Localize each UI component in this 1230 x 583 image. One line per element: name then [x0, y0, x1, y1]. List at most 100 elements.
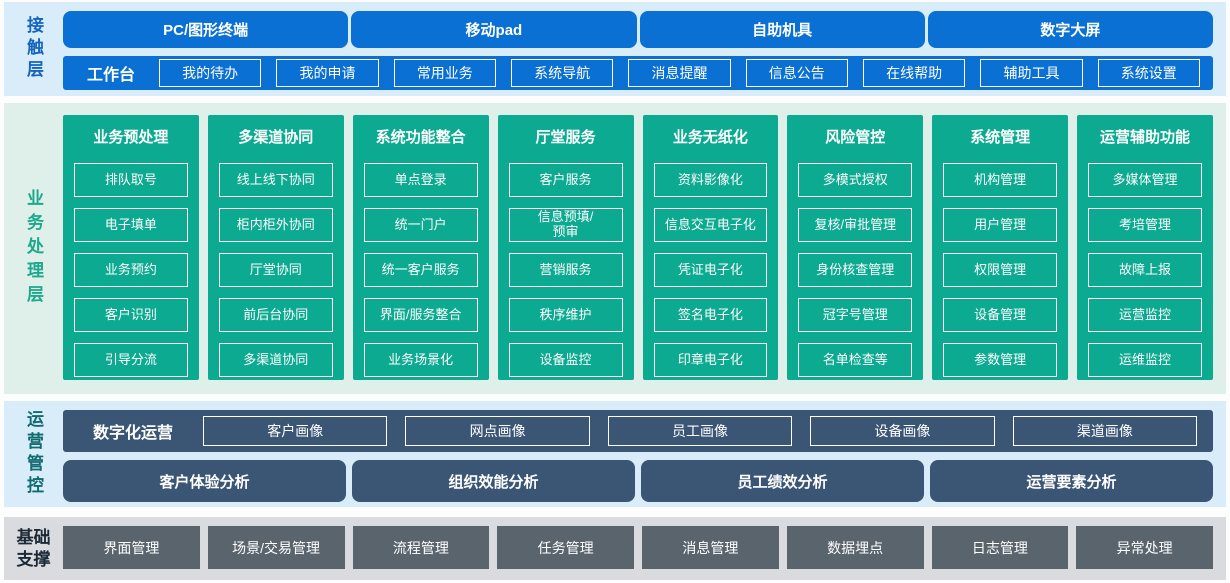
- column-hall-service: 厅堂服务 客户服务 信息预填/ 预审 营销服务 秩序维护 设备监控: [497, 115, 634, 380]
- workbench-item-navigation: 系统导航: [510, 59, 614, 87]
- foundation-log-management: 日志管理: [931, 526, 1069, 569]
- business-layer-content: 业务预处理 排队取号 电子填单 业务预约 客户识别 引导分流 多渠道协同 线上线…: [63, 103, 1226, 394]
- workbench-item-reminders: 消息提醒: [628, 59, 731, 87]
- foundation-task-management: 任务管理: [497, 526, 634, 569]
- channel-row: PC/图形终端 移动pad 自助机具 数字大屏: [63, 11, 1213, 48]
- column-paperless: 业务无纸化 资料影像化 信息交互电子化 凭证电子化 签名电子化 印章电子化: [642, 115, 779, 380]
- column-item: 线上线下协同: [218, 163, 333, 197]
- foundation-exception-handling: 异常处理: [1076, 526, 1213, 569]
- column-risk-control: 风险管控 多模式授权 复核/审批管理 身份核查管理 冠字号管理 名单检查等: [787, 115, 924, 380]
- operations-layer-section: 运营管控 数字化运营 客户画像 网点画像 员工画像 设备画像 渠道画像 客户体验…: [4, 401, 1226, 507]
- column-item: 排队取号: [74, 163, 188, 197]
- column-ops-aux-functions: 运营辅助功能 多媒体管理 考培管理 故障上报 运营监控 运维监控: [1077, 115, 1213, 380]
- column-item: 客户服务: [508, 163, 623, 197]
- column-item: 多媒体管理: [1088, 163, 1202, 197]
- column-title: 多渠道协同: [238, 129, 314, 146]
- column-item: 设备监控: [508, 343, 623, 377]
- foundation-layer-content: 界面管理 场景/交易管理 流程管理 任务管理 消息管理 数据埋点 日志管理 异常…: [63, 517, 1226, 580]
- column-item: 界面/服务整合: [363, 298, 478, 332]
- column-title: 系统功能整合: [375, 129, 466, 146]
- column-title: 业务预处理: [93, 129, 169, 146]
- workbench-item-aux-tools: 辅助工具: [980, 59, 1083, 87]
- column-item: 引导分流: [74, 343, 188, 377]
- foundation-message-management: 消息管理: [642, 526, 779, 569]
- column-title: 厅堂服务: [535, 129, 596, 146]
- channel-pc: PC/图形终端: [63, 11, 349, 48]
- column-item: 参数管理: [943, 343, 1058, 377]
- business-layer-section: 业务处理层 业务预处理 排队取号 电子填单 业务预约 客户识别 引导分流 多渠道…: [4, 103, 1226, 394]
- workbench-label: 工作台: [86, 67, 135, 84]
- channel-digital-screen: 数字大屏: [927, 11, 1213, 48]
- foundation-data-tracking: 数据埋点: [786, 526, 924, 569]
- column-item: 用户管理: [943, 208, 1058, 242]
- column-item: 复核/审批管理: [798, 208, 913, 242]
- analysis-org-efficiency: 组织效能分析: [352, 460, 635, 502]
- portrait-branch: 网点画像: [405, 416, 590, 446]
- column-item: 营销服务: [508, 253, 623, 287]
- workbench-item-online-help: 在线帮助: [862, 59, 966, 87]
- column-item: 故障上报: [1088, 253, 1202, 287]
- column-item: 冠字号管理: [798, 298, 913, 332]
- foundation-scene-transaction: 场景/交易管理: [207, 526, 345, 569]
- digital-operations-items: 客户画像 网点画像 员工画像 设备画像 渠道画像: [203, 416, 1198, 446]
- column-item: 机构管理: [943, 163, 1058, 197]
- column-item: 印章电子化: [653, 343, 768, 377]
- column-system-integration: 系统功能整合 单点登录 统一门户 统一客户服务 界面/服务整合 业务场景化: [352, 115, 489, 380]
- foundation-layer-gutter: 基础 支撑: [4, 517, 63, 580]
- portrait-device: 设备画像: [810, 416, 995, 446]
- column-system-management: 系统管理 机构管理 用户管理 权限管理 设备管理 参数管理: [932, 115, 1069, 380]
- column-item: 运维监控: [1088, 343, 1202, 377]
- foundation-items: 界面管理 场景/交易管理 流程管理 任务管理 消息管理 数据埋点 日志管理 异常…: [63, 526, 1213, 569]
- business-layer-gutter: 业务处理层: [4, 103, 63, 394]
- column-item: 秩序维护: [508, 298, 623, 332]
- analysis-row: 客户体验分析 组织效能分析 员工绩效分析 运营要素分析: [63, 460, 1213, 502]
- workbench-item-common-business: 常用业务: [393, 59, 496, 87]
- contact-layer-content: PC/图形终端 移动pad 自助机具 数字大屏 工作台 我的待办 我的申请 常用…: [63, 2, 1226, 96]
- column-title: 业务无纸化: [672, 129, 748, 146]
- column-item: 柜内柜外协同: [218, 208, 333, 242]
- operations-layer-label: 运营管控: [24, 410, 43, 498]
- column-item: 设备管理: [943, 298, 1058, 332]
- column-item: 统一门户: [363, 208, 478, 242]
- column-item: 身份核查管理: [798, 253, 913, 287]
- workbench-item-settings: 系统设置: [1097, 59, 1200, 87]
- column-item: 厅堂协同: [218, 253, 333, 287]
- portrait-customer: 客户画像: [203, 416, 388, 446]
- contact-layer-label: 接触层: [24, 16, 43, 82]
- workbench-item-announcements: 信息公告: [745, 59, 848, 87]
- operations-layer-content: 数字化运营 客户画像 网点画像 员工画像 设备画像 渠道画像 客户体验分析 组织…: [63, 401, 1226, 507]
- column-item: 业务场景化: [363, 343, 478, 377]
- column-item: 前后台协同: [218, 298, 333, 332]
- column-multi-channel: 多渠道协同 线上线下协同 柜内柜外协同 厅堂协同 前后台协同 多渠道协同: [207, 115, 344, 380]
- channel-mobile-pad: 移动pad: [351, 11, 637, 48]
- column-item: 权限管理: [943, 253, 1058, 287]
- foundation-process-management: 流程管理: [352, 526, 490, 569]
- contact-layer-section: 接触层 PC/图形终端 移动pad 自助机具 数字大屏 工作台 我的待办 我的申…: [4, 2, 1226, 96]
- column-title: 系统管理: [970, 129, 1031, 146]
- column-item: 统一客户服务: [363, 253, 478, 287]
- business-layer-label: 业务处理层: [24, 188, 43, 309]
- digital-operations-bar: 数字化运营 客户画像 网点画像 员工画像 设备画像 渠道画像: [63, 410, 1213, 452]
- column-item: 签名电子化: [653, 298, 768, 332]
- contact-layer-gutter: 接触层: [4, 2, 63, 96]
- column-title: 风险管控: [825, 129, 886, 146]
- column-item: 凭证电子化: [653, 253, 768, 287]
- workbench-bar: 工作台 我的待办 我的申请 常用业务 系统导航 消息提醒 信息公告 在线帮助 辅…: [63, 56, 1213, 90]
- column-item: 运营监控: [1088, 298, 1202, 332]
- digital-operations-label: 数字化运营: [92, 425, 173, 442]
- foundation-layer-section: 基础 支撑 界面管理 场景/交易管理 流程管理 任务管理 消息管理 数据埋点 日…: [4, 517, 1226, 580]
- column-item: 多模式授权: [798, 163, 913, 197]
- operations-layer-gutter: 运营管控: [4, 401, 63, 507]
- column-item: 电子填单: [74, 208, 188, 242]
- channel-self-service: 自助机具: [639, 11, 925, 48]
- foundation-ui-management: 界面管理: [63, 526, 200, 569]
- analysis-ops-elements: 运营要素分析: [930, 460, 1213, 502]
- column-item: 信息预填/ 预审: [508, 208, 623, 242]
- workbench-items: 我的待办 我的申请 常用业务 系统导航 消息提醒 信息公告 在线帮助 辅助工具 …: [159, 59, 1200, 87]
- column-item: 名单检查等: [798, 343, 913, 377]
- column-item: 资料影像化: [653, 163, 768, 197]
- column-pre-processing: 业务预处理 排队取号 电子填单 业务预约 客户识别 引导分流: [63, 115, 199, 380]
- foundation-layer-label: 基础 支撑: [16, 528, 51, 569]
- column-title: 运营辅助功能: [1100, 129, 1191, 146]
